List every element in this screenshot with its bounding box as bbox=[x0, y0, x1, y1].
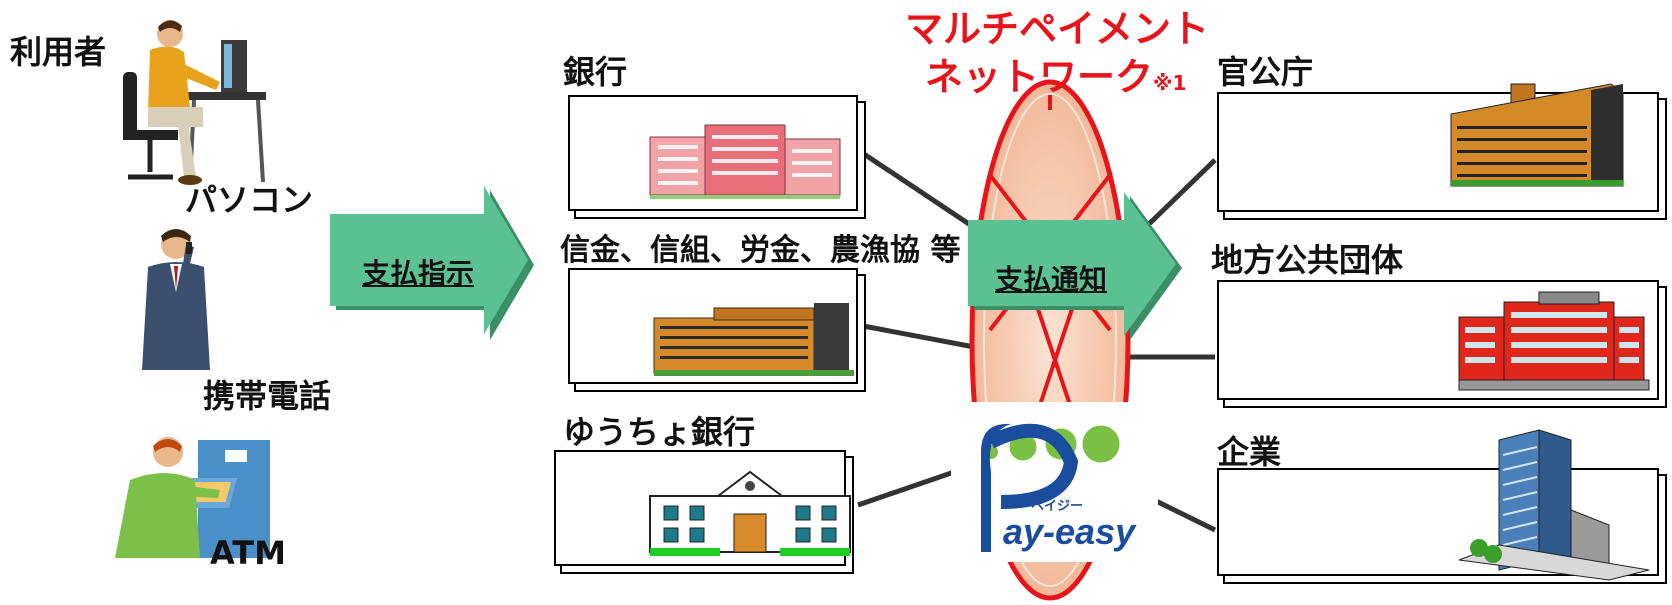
yucho-label: ゆうちょ銀行 bbox=[563, 413, 756, 451]
local-gov-building-illustration bbox=[1458, 291, 1650, 391]
atm-label: ATM bbox=[210, 534, 286, 572]
bank-building-illustration bbox=[649, 124, 841, 199]
network-title-line2: ネットワーク bbox=[925, 55, 1154, 99]
gov-box bbox=[1217, 83, 1659, 212]
bank-label: 銀行 bbox=[563, 53, 628, 91]
local-gov-label: 地方公共団体 bbox=[1211, 241, 1404, 279]
line-gov bbox=[1146, 158, 1217, 227]
network-oval-inner bbox=[983, 93, 1117, 587]
gov-label: 官公庁 bbox=[1217, 53, 1314, 91]
yucho-building-illustration bbox=[649, 470, 851, 556]
pay-instruction-arrow bbox=[330, 186, 534, 340]
network-title-line1: マルチペイメント bbox=[905, 7, 1210, 51]
atm-user-illustration bbox=[115, 437, 270, 558]
pc-label: パソコン bbox=[185, 181, 314, 219]
mobile-user-illustration bbox=[142, 229, 210, 370]
payeasy-kana: ペイジー bbox=[1031, 499, 1084, 514]
company-box bbox=[1217, 429, 1659, 581]
credit-box bbox=[568, 268, 858, 384]
network-title-line2-wrap: ネットワーク※1 bbox=[925, 58, 1186, 96]
pay-notice-label: 支払通知 bbox=[995, 263, 1108, 296]
credit-label: 信金、信組、労金、農漁協 等 bbox=[560, 233, 961, 268]
mobile-label: 携帯電話 bbox=[203, 377, 332, 415]
line-yucho bbox=[857, 467, 961, 508]
bank-box bbox=[568, 95, 858, 211]
payeasy-logo: ペイジー ay-easy bbox=[951, 402, 1158, 562]
credit-building-illustration bbox=[653, 303, 854, 376]
pc-user-illustration bbox=[123, 20, 266, 185]
users-title: 利用者 bbox=[10, 33, 107, 71]
payeasy-text: ay-easy bbox=[1003, 511, 1136, 552]
gov-building-illustration bbox=[1450, 83, 1624, 187]
line-bank bbox=[856, 147, 977, 231]
connector-lines bbox=[856, 147, 1217, 533]
pay-notice-arrow bbox=[968, 192, 1182, 340]
pay-instruction-label: 支払指示 bbox=[362, 257, 475, 290]
yucho-box bbox=[554, 450, 851, 566]
company-building-illustration bbox=[1458, 429, 1650, 581]
company-label: 企業 bbox=[1217, 433, 1282, 471]
line-company bbox=[1148, 495, 1217, 533]
payeasy-logo-mark bbox=[981, 422, 1123, 552]
local-gov-box bbox=[1217, 280, 1659, 400]
line-credit bbox=[857, 322, 991, 353]
network-footnote-mark: ※1 bbox=[1153, 71, 1187, 95]
